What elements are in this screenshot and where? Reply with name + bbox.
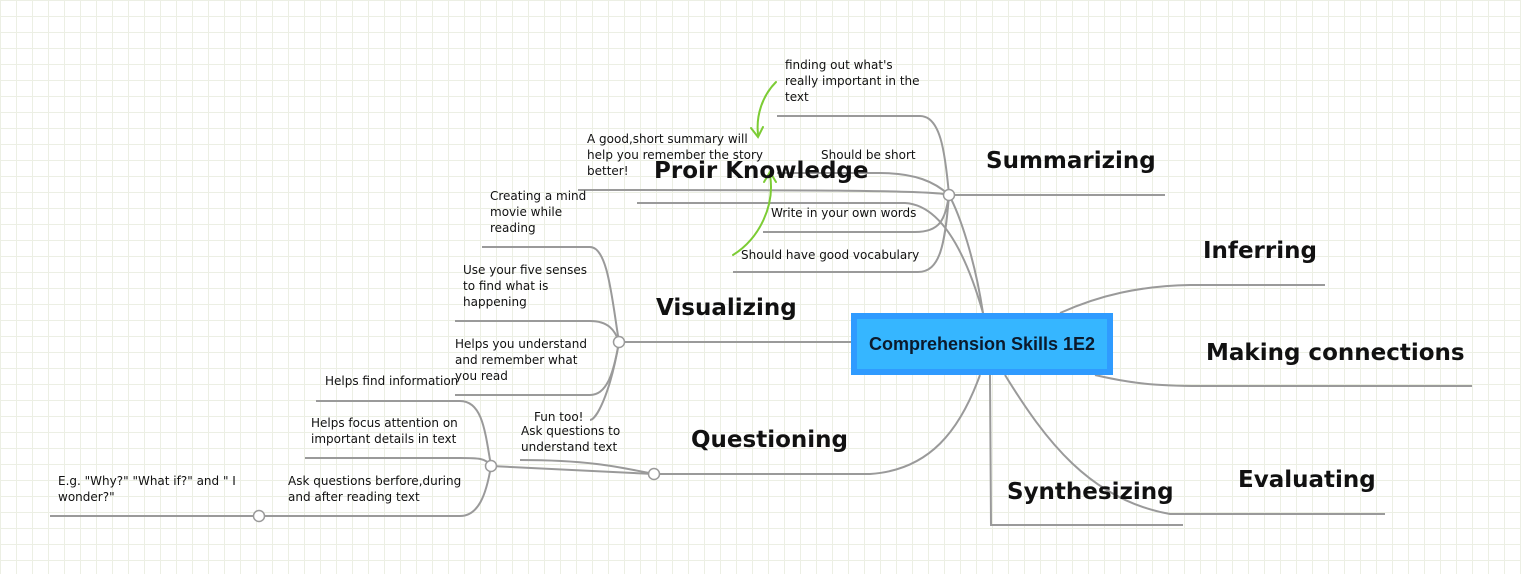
subtopic-vocabulary[interactable]: Should have good vocabulary xyxy=(741,248,920,262)
topic-questioning[interactable]: Questioning xyxy=(691,427,848,453)
subtopic-ask-questions[interactable]: Ask questions to understand text xyxy=(521,424,621,454)
topic-making-connections[interactable]: Making connections xyxy=(1206,340,1465,366)
connector-evaluating xyxy=(1004,374,1385,515)
subtopic-understand-remember[interactable]: Helps you understand and remember what y… xyxy=(455,337,587,383)
connector-making-connections xyxy=(1094,374,1472,387)
central-topic[interactable]: Comprehension Skills 1E2 xyxy=(851,313,1113,375)
subtopic-good-summary[interactable]: A good,short summary will help you remem… xyxy=(587,132,764,178)
subtopic-mind-movie[interactable]: Creating a mind movie while reading xyxy=(490,189,587,235)
collapse-node-questions-sub xyxy=(484,459,498,473)
subtopic-focus-attention[interactable]: Helps focus attention on important detai… xyxy=(311,416,458,446)
subtopic-should-be-short[interactable]: Should be short xyxy=(821,148,916,162)
topic-evaluating[interactable]: Evaluating xyxy=(1238,467,1376,493)
collapse-node-example xyxy=(252,509,266,523)
collapse-node-summarizing xyxy=(942,188,956,202)
connector-inferring xyxy=(1059,284,1325,314)
subtopic-before-during-after[interactable]: Ask questions berfore,during and after r… xyxy=(288,474,462,504)
central-topic-label: Comprehension Skills 1E2 xyxy=(857,319,1107,369)
subtopic-five-senses[interactable]: Use your five senses to find what is hap… xyxy=(463,263,588,309)
topic-visualizing[interactable]: Visualizing xyxy=(656,295,797,321)
subtopic-important[interactable]: finding out what's really important in t… xyxy=(785,58,920,104)
subtopic-find-information[interactable]: Helps find information xyxy=(325,374,459,388)
topic-prior-knowledge[interactable]: Proir Knowledge xyxy=(654,158,869,184)
relationship-arrow-1 xyxy=(756,81,777,135)
topic-summarizing[interactable]: Summarizing xyxy=(986,148,1156,174)
connector-synthesizing xyxy=(989,374,1183,526)
connector-prior-knowledge xyxy=(637,202,984,314)
subtopic-example-questions[interactable]: E.g. "Why?" "What if?" and " I wonder?" xyxy=(58,474,236,504)
relationship-arrow-2 xyxy=(732,174,772,256)
collapse-node-questioning xyxy=(647,467,661,481)
collapse-node-visualizing xyxy=(612,335,626,349)
subtopic-fun-too[interactable]: Fun too! xyxy=(534,410,584,424)
connector-summarizing xyxy=(948,194,984,314)
topic-synthesizing[interactable]: Synthesizing xyxy=(1007,479,1174,505)
subtopic-own-words[interactable]: Write in your own words xyxy=(771,206,917,220)
topic-inferring[interactable]: Inferring xyxy=(1203,238,1317,264)
connector-questioning xyxy=(654,374,981,475)
